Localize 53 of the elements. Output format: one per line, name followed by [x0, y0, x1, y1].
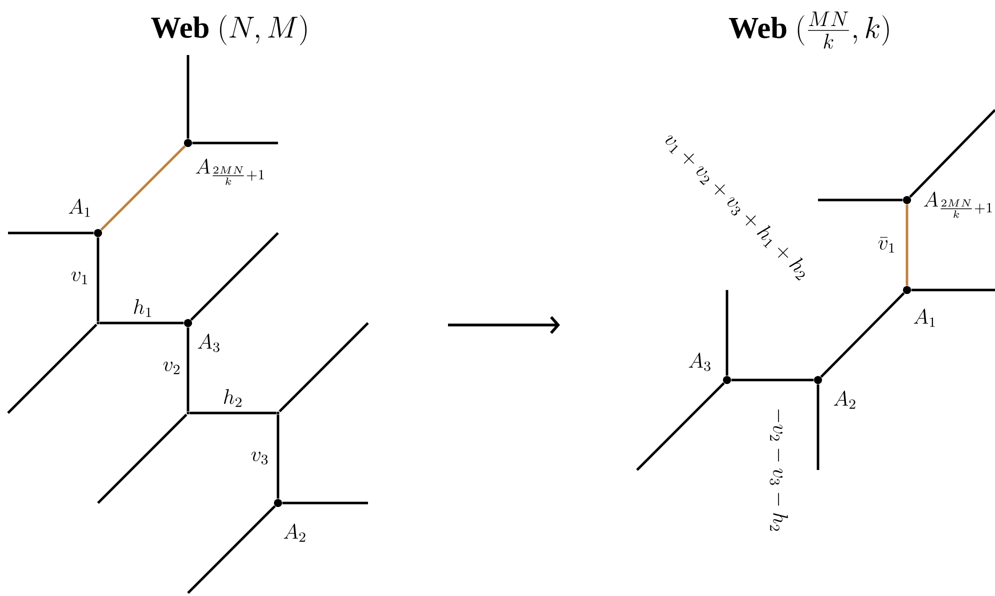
- web-line: [278, 322, 369, 412]
- edge-label: $h_2$: [221, 387, 245, 409]
- vertex-dot: [184, 318, 192, 328]
- web-line: [97, 414, 188, 504]
- web-line: [96, 237, 100, 322]
- web-line: [187, 505, 276, 594]
- vertex-label: $A_2$: [834, 390, 856, 409]
- junction-point: [96, 322, 100, 324]
- web-line: [818, 198, 903, 202]
- vertex-dot: [274, 498, 282, 508]
- edge-label: $h_1$: [131, 297, 155, 319]
- web-line: [190, 232, 279, 321]
- web-line: [906, 204, 908, 286]
- vertex-label: $A_3$: [688, 352, 710, 372]
- web-line: [7, 324, 98, 414]
- web-line: [726, 290, 728, 376]
- vertex-dot: [94, 228, 102, 238]
- web-line: [186, 327, 190, 412]
- length-label: $v_1+v_2+v_3+h_1+h_2$: [666, 136, 805, 281]
- vertex-dot: [902, 286, 912, 294]
- web-line: [276, 414, 280, 499]
- web-line: [282, 502, 368, 504]
- web-line: [100, 322, 184, 324]
- web-line: [820, 292, 905, 378]
- vertex-label: $A_{\frac{2MN}{k}+1}$: [924, 192, 992, 218]
- web-line: [731, 378, 814, 382]
- web-line: [816, 384, 820, 470]
- panel-title: Web $(\frac{MN}{k},k)$: [728, 12, 889, 49]
- vertex-label: $A_{\frac{2MN}{k}+1}$: [196, 158, 264, 185]
- edge-label: $\bar{v}_1$: [876, 236, 898, 254]
- vertex-dot: [814, 376, 822, 384]
- vertex-label: $A_1$: [68, 198, 90, 217]
- junction-point: [186, 412, 190, 414]
- vertex-dot: [902, 196, 912, 204]
- vertex-label: $A_1$: [914, 308, 935, 327]
- web-line: [8, 232, 94, 234]
- edge-label: $v_1$: [69, 270, 91, 286]
- web-line: [636, 382, 725, 471]
- length-label: $-v_2-v_3-h_2$: [770, 409, 788, 531]
- web-line: [190, 412, 276, 414]
- web-line: [100, 145, 186, 231]
- vertex-label: $A_2$: [284, 524, 306, 542]
- web-line: [186, 55, 190, 139]
- junction-point: [276, 412, 280, 414]
- edge-label: $v_2$: [161, 360, 183, 376]
- vertex-dot: [722, 376, 732, 384]
- web-line: [911, 288, 995, 292]
- panel-title: Web $(N,M)$: [151, 14, 307, 46]
- web-line: [192, 142, 278, 144]
- web-line: [909, 109, 995, 198]
- edge-label: $v_3$: [249, 450, 271, 466]
- vertex-dot: [184, 138, 192, 148]
- vertex-label: $A_3$: [198, 334, 220, 352]
